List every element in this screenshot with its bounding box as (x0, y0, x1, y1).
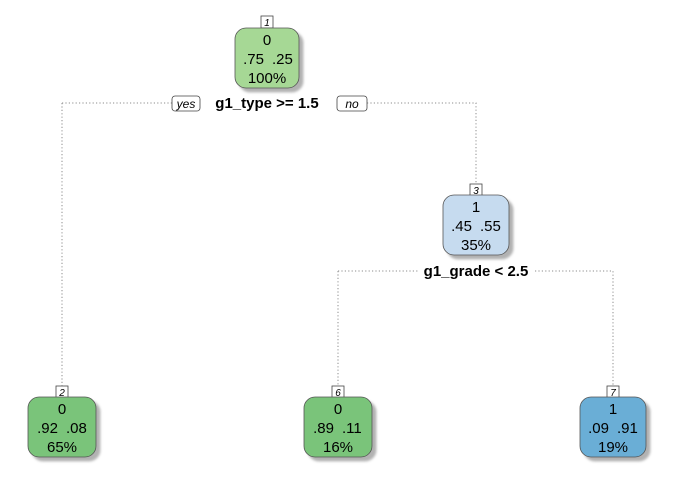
no-tag: no (336, 95, 368, 112)
node-7-percent: 19% (598, 439, 628, 456)
tree-node-7: 7 1 .09 .91 19% (579, 385, 647, 458)
node-7-box (579, 396, 647, 458)
tree-node-1: 1 0 .75 .25 100% (234, 15, 300, 89)
node-7-class: 1 (609, 401, 617, 418)
node-2-class: 0 (58, 401, 66, 418)
node-1-prob-1: .25 (272, 51, 293, 68)
node-2-id: 2 (58, 388, 65, 399)
split-label-node-1: g1_type >= 1.5 (215, 95, 318, 112)
node-3-box (442, 194, 510, 256)
node-1-prob-0: .75 (243, 51, 264, 68)
node-3-class: 1 (472, 199, 480, 216)
yes-label: yes (176, 97, 196, 111)
node-1-id: 1 (264, 18, 270, 29)
tree-node-6: 6 0 .89 .11 16% (303, 385, 373, 458)
node-2-prob-0: .92 (37, 420, 58, 437)
yes-tag: yes (171, 95, 201, 112)
node-3-id: 3 (473, 186, 479, 197)
node-6-percent: 16% (323, 439, 353, 456)
node-1-box (234, 27, 300, 89)
split-label-node-3: g1_grade < 2.5 (424, 263, 529, 280)
node-6-class: 0 (334, 401, 342, 418)
node-3-percent: 35% (461, 237, 491, 254)
node-6-box (303, 396, 373, 458)
node-3-prob-0: .45 (451, 218, 472, 235)
tree-edges (61, 102, 614, 388)
node-1-percent: 100% (248, 70, 286, 87)
tree-node-2: 2 0 .92 .08 65% (27, 385, 97, 458)
node-1-class: 0 (263, 32, 271, 49)
node-3-prob-1: .55 (480, 218, 501, 235)
edge-3-right-branch (535, 270, 614, 388)
node-2-prob-1: .08 (66, 420, 87, 437)
node-6-id: 6 (335, 388, 341, 399)
node-6-prob-0: .89 (313, 420, 334, 437)
edge-1-right-branch (367, 102, 477, 184)
no-label: no (345, 97, 359, 111)
tree-node-3: 3 1 .45 .55 35% (442, 183, 510, 256)
node-2-percent: 65% (47, 439, 77, 456)
node-7-id: 7 (610, 388, 616, 399)
node-7-prob-1: .91 (617, 420, 638, 437)
node-2-box (27, 396, 97, 458)
node-7-prob-0: .09 (588, 420, 609, 437)
node-6-prob-1: .11 (342, 420, 362, 437)
